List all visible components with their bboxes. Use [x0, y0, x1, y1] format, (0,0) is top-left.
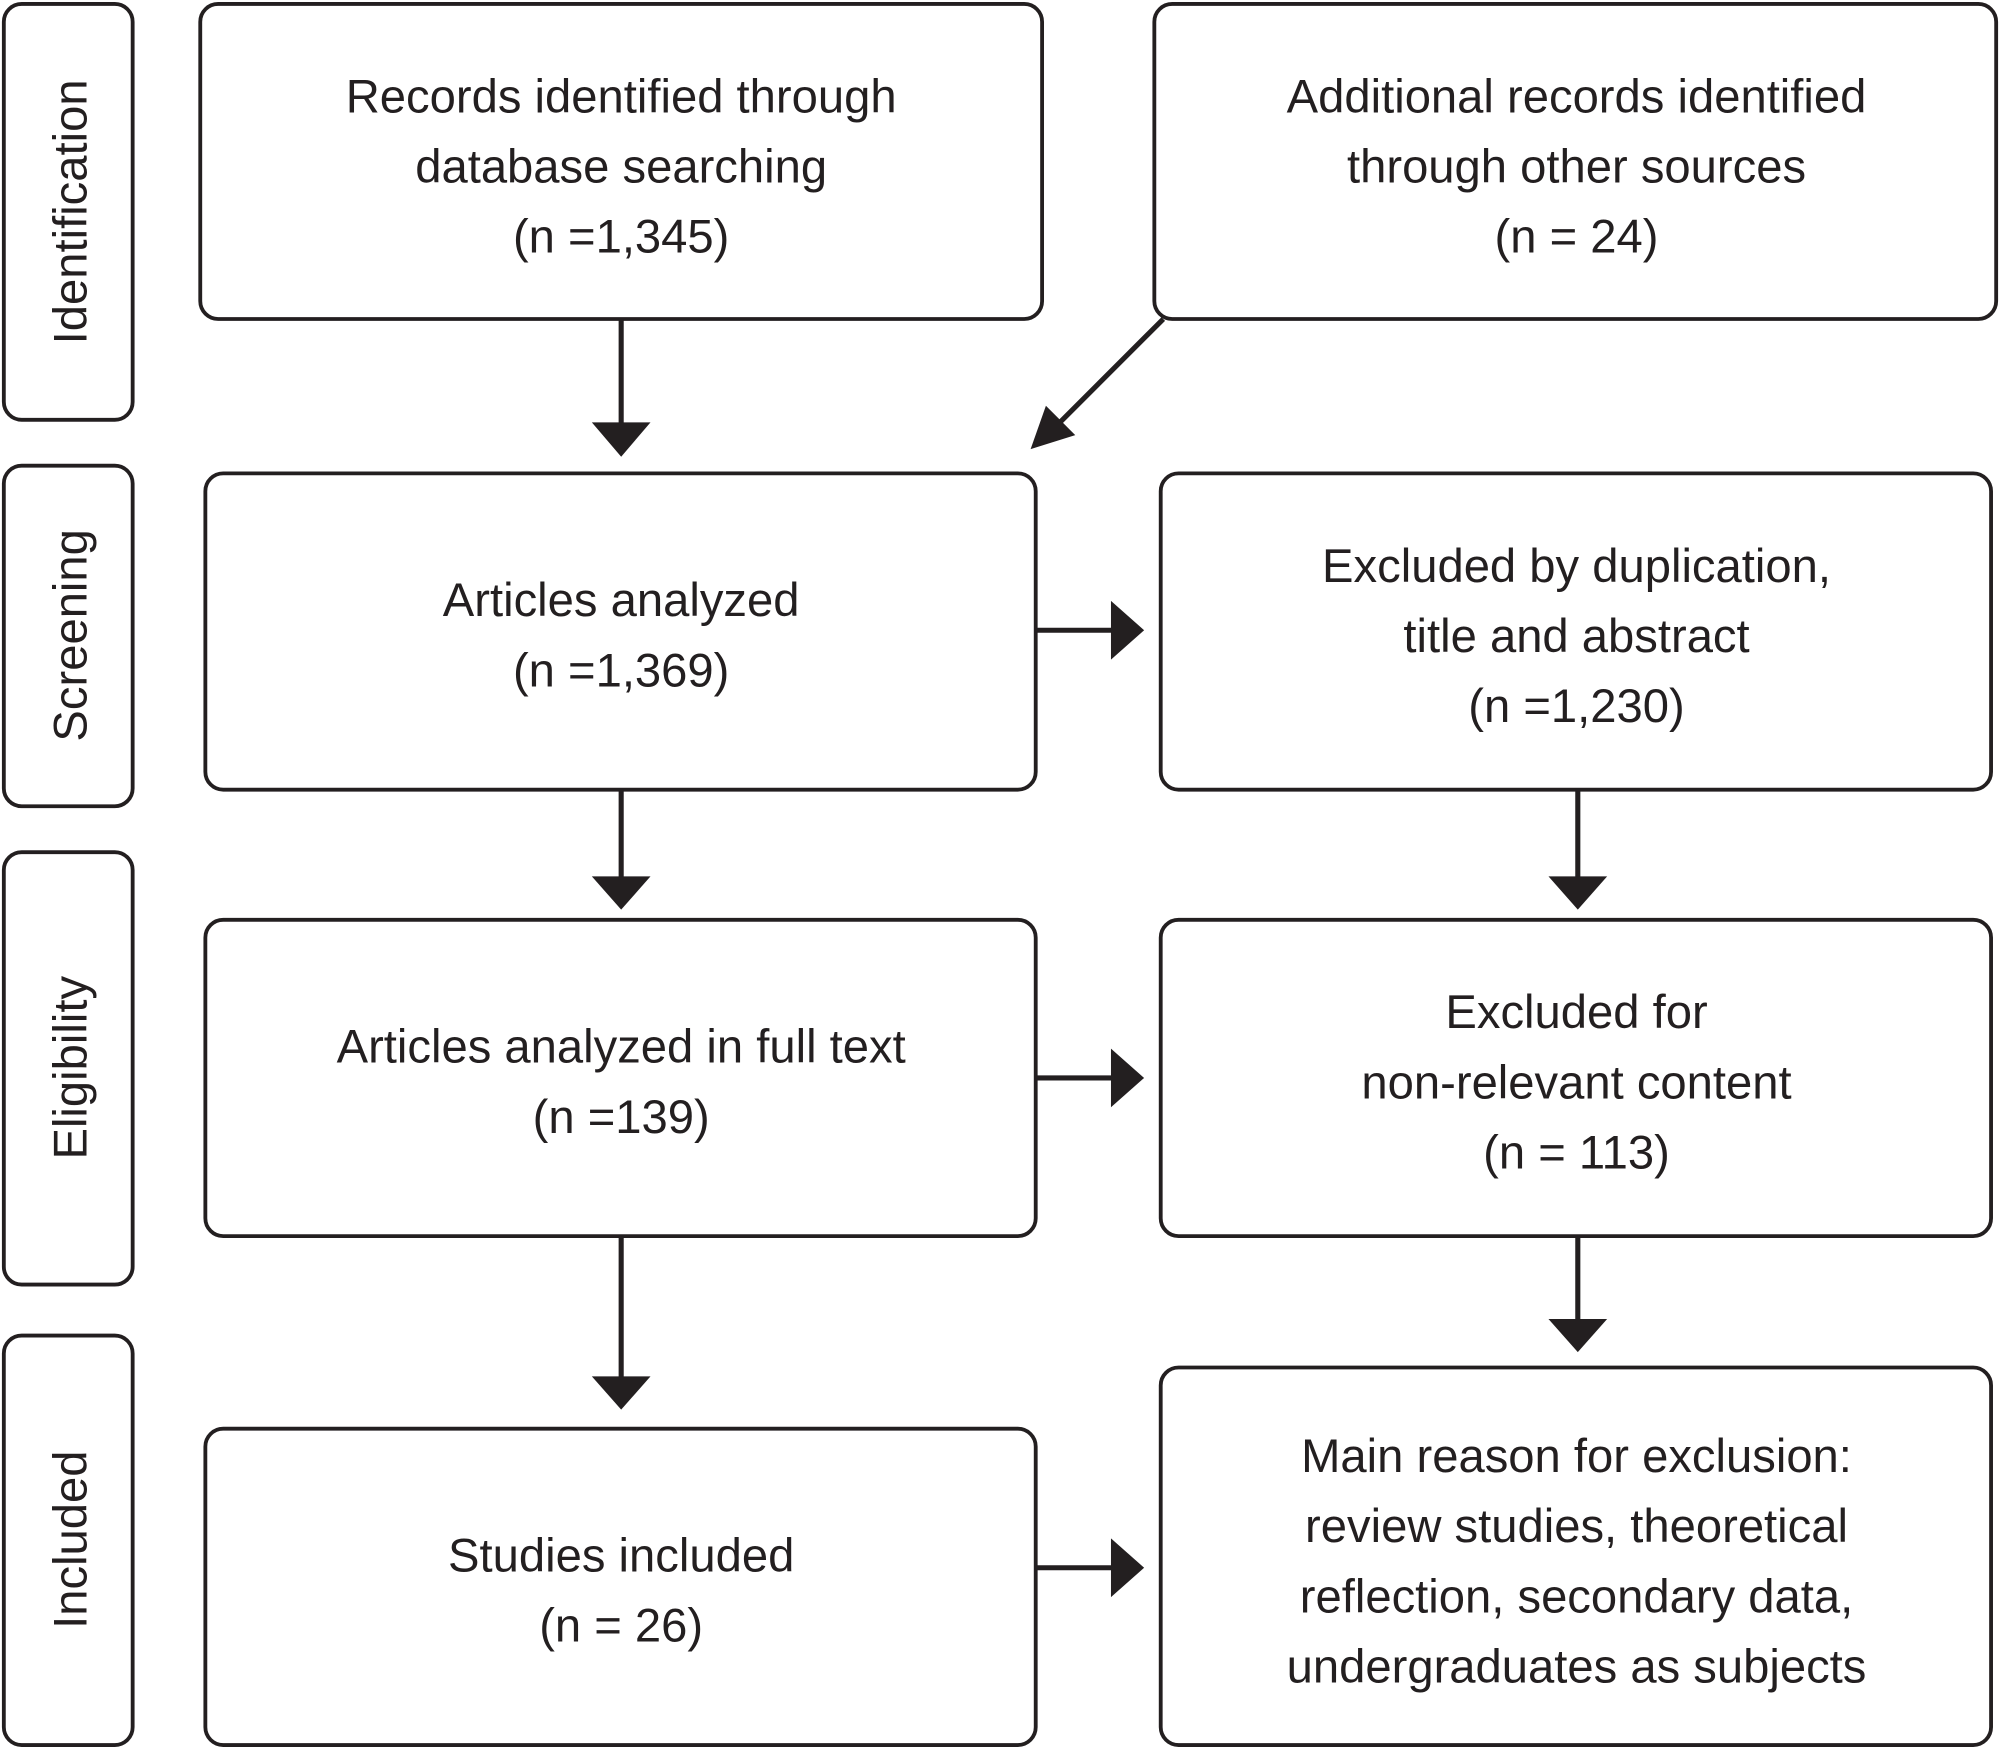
box-excluded-duplication: Excluded by duplication, title and abstr…	[1158, 471, 1993, 792]
arrow-fulltext-to-excluded	[1035, 1048, 1145, 1108]
stage-eligibility: Eligibility	[1, 850, 135, 1287]
stage-identification: Identification	[1, 2, 135, 422]
stage-label: Included	[45, 1450, 98, 1628]
box-count: (n =1,369)	[513, 644, 729, 697]
box-text: title and abstract	[1403, 610, 1749, 663]
box-text: through other sources	[1347, 141, 1806, 194]
box-articles-analyzed: Articles analyzed (n =1,369)	[203, 471, 1038, 792]
box-database-records: Records identified through database sear…	[198, 2, 1045, 321]
box-text: non-relevant content	[1361, 1056, 1791, 1109]
box-full-text: Articles analyzed in full text (n =139)	[203, 917, 1038, 1239]
box-other-sources: Additional records identified through ot…	[1152, 2, 1999, 321]
arrow-included-to-reason	[1035, 1538, 1145, 1598]
box-text: Main reason for exclusion:	[1301, 1430, 1852, 1483]
box-count: (n =1,345)	[513, 211, 729, 264]
box-text: review studies, theoretical	[1305, 1500, 1848, 1553]
stage-screening: Screening	[1, 463, 135, 809]
box-count: (n = 24)	[1495, 211, 1659, 264]
box-text: Records identified through	[346, 70, 897, 123]
box-exclusion-reason: Main reason for exclusion: review studie…	[1158, 1365, 1993, 1747]
arrow-excluded-dup-down	[1548, 789, 1608, 910]
arrow-analyzed-to-excluded	[1035, 600, 1145, 660]
arrow-database-to-analyzed	[591, 319, 651, 457]
box-count: (n = 26)	[539, 1600, 703, 1653]
box-text: Studies included	[448, 1530, 794, 1583]
box-count: (n =1,230)	[1468, 680, 1684, 733]
box-text: reflection, secondary data,	[1300, 1570, 1853, 1623]
stage-included: Included	[1, 1333, 135, 1747]
box-count: (n =139)	[533, 1091, 710, 1144]
arrow-fulltext-to-included	[591, 1236, 651, 1410]
stage-label: Eligibility	[45, 976, 98, 1160]
box-text: Articles analyzed in full text	[337, 1021, 906, 1074]
box-studies-included: Studies included (n = 26)	[203, 1426, 1038, 1747]
arrow-analyzed-to-fulltext	[591, 789, 651, 910]
box-text: Excluded by duplication,	[1322, 540, 1831, 593]
box-text: undergraduates as subjects	[1287, 1641, 1867, 1694]
stage-label: Identification	[45, 79, 98, 344]
box-text: Articles analyzed	[443, 574, 800, 627]
box-excluded-content: Excluded for non-relevant content (n = 1…	[1158, 917, 1993, 1239]
box-count: (n = 113)	[1483, 1127, 1670, 1180]
arrow-excluded-content-down	[1548, 1236, 1608, 1353]
arrow-other-to-analyzed	[1030, 317, 1166, 450]
box-text: Additional records identified	[1287, 70, 1867, 123]
stage-label: Screening	[45, 529, 98, 741]
box-text: database searching	[415, 141, 827, 194]
box-text: Excluded for	[1445, 986, 1707, 1039]
